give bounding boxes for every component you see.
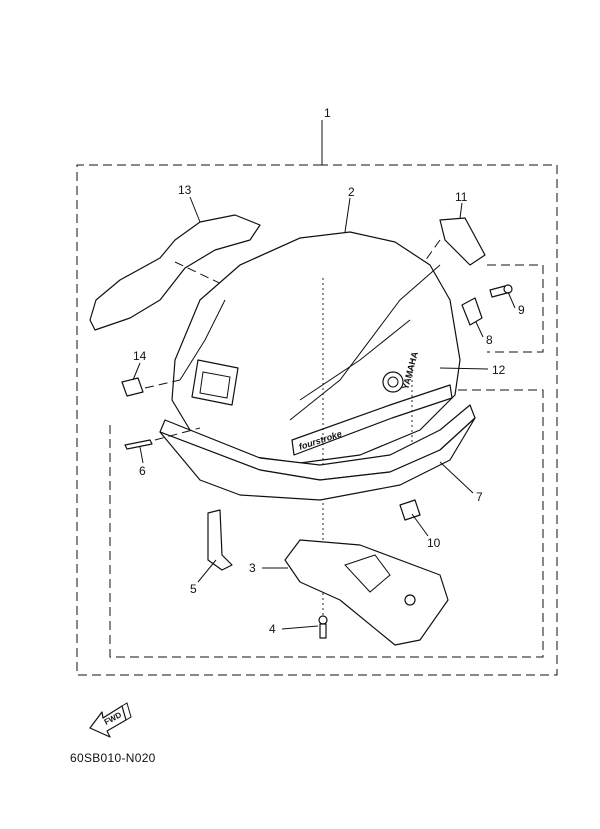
part-7-seal <box>159 404 476 501</box>
fwd-arrow-icon: FWD <box>89 702 132 738</box>
callout-12: 12 <box>492 363 506 377</box>
part-11-plate <box>419 217 486 269</box>
callout-10: 10 <box>427 536 441 550</box>
part-14-clip <box>121 377 181 397</box>
callout-4: 4 <box>269 622 276 636</box>
callout-7: 7 <box>476 490 483 504</box>
assembly-box <box>76 120 558 676</box>
callout-1: 1 <box>324 106 331 120</box>
callout-8: 8 <box>486 333 493 347</box>
leader-lines <box>132 196 516 630</box>
callout-9: 9 <box>518 303 525 317</box>
callout-14: 14 <box>133 349 147 363</box>
part-9-screw <box>489 284 513 298</box>
part-5-bracket <box>207 509 233 571</box>
part-10-grommet <box>399 499 421 521</box>
callout-2: 2 <box>348 185 355 199</box>
part-8-bracket <box>461 297 483 326</box>
callout-11: 11 <box>455 190 468 204</box>
part-6-pin <box>124 427 201 450</box>
part-2-top-cowling: fourstroke YAMAHA <box>171 231 461 625</box>
callout-5: 5 <box>190 582 197 596</box>
part-4-screw <box>318 615 328 639</box>
yamaha-logo-icon <box>382 371 404 393</box>
callout-3: 3 <box>249 561 256 575</box>
part-3-handle <box>284 539 449 646</box>
drawing-code: 60SB010-N020 <box>70 751 156 765</box>
callout-13: 13 <box>178 183 192 197</box>
callout-6: 6 <box>139 464 146 478</box>
